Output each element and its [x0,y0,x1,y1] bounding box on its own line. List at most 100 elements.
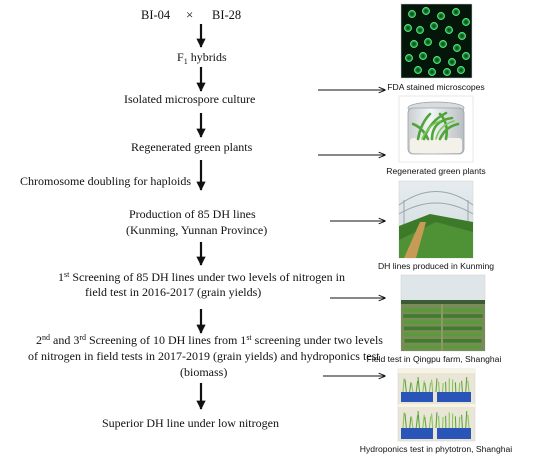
phytotron-light-top [398,369,475,373]
plantlet-leaves [411,111,460,141]
hydro-tank-upper-left [401,392,433,402]
seedling-blade [417,376,421,393]
final-result-label: Superior DH line under low nitrogen [102,416,279,430]
seedling-blade [410,382,414,393]
seedling-blade [458,416,461,429]
seedling-blade [467,380,470,393]
seedling-blade [435,378,438,393]
culture-medium [410,138,462,153]
qingpu-field-photo [400,274,486,352]
seedling-blade [409,416,412,429]
hydroponics-photo [397,368,476,442]
seedling-blade [424,416,427,429]
qingpu-photo-caption: Field test in Qingpu farm, Shanghai [367,354,502,364]
seedling-blade [442,382,444,393]
screen2-label-line1: 2nd and 3rd Screening of 10 DH lines fro… [36,333,383,347]
seedling-blade [438,381,440,393]
seedling-blade [422,414,425,429]
microspore-cell [453,44,461,52]
seedling-blade [428,416,432,429]
microspore-cell [422,7,430,15]
seedling-blade [402,412,405,429]
seedling-blade [428,382,432,393]
microspore-cell [448,58,456,66]
screen2-label-line3: (biomass) [180,365,227,379]
microspore-cell [462,52,470,60]
seedling-blade [465,377,468,393]
regenerated-plants-label: Regenerated green plants [131,140,253,154]
seedling-blade [404,413,407,429]
microspore-cell [437,12,445,20]
greenhouse-arch-2 [398,202,474,215]
field-plot-rows [403,304,483,351]
microspore-cell [424,38,432,46]
greenhouse-path [404,222,426,258]
seedling-blade [409,382,412,393]
plants-photo-caption: Regenerated green plants [386,166,485,176]
screen1-label-line2: field test in 2016-2017 (grain yields) [85,285,261,299]
microspore-cell [430,22,438,30]
seedling-blade [461,414,463,429]
microspore-cell [445,26,453,34]
seedling-blade [415,380,419,393]
seedling-blade [410,416,414,429]
seedling-blade [417,411,421,429]
chromosome-doubling-label: Chromosome doubling for haploids [20,174,191,188]
regenerated-plants-photo [398,95,474,163]
seedling-blade [424,382,427,393]
seedling-blade [431,413,434,429]
microspore-cell [462,18,470,26]
fda-microscope-photo [400,3,473,79]
field-plot-path [441,304,443,351]
hydro-tank-lower-left [401,428,433,439]
parent-right-label: BI-28 [212,8,241,22]
microspore-cell [457,66,465,74]
fda-photo-caption: FDA stained microscopes [387,82,484,92]
hydroponic-seedlings [402,376,470,429]
cross-symbol: × [186,7,193,22]
plantlet-highlights [421,120,455,140]
kunming-greenhouse-photo [398,180,474,259]
microspore-cell [405,54,413,62]
microspore-cell [452,8,460,16]
screen1-label-line1: 1st Screening of 85 DH lines under two l… [58,270,345,284]
seedling-blade [461,380,463,393]
seedling-blade [467,414,470,429]
microspore-cell [428,68,436,76]
microspore-cell [404,24,412,32]
hydro-tank-upper-right [437,392,471,402]
phytotron-light-middle [398,404,475,407]
production-label-line2: (Kunming, Yunnan Province) [126,223,267,237]
field-tree-line [401,300,485,304]
production-label-line1: Production of 85 DH lines [129,207,256,221]
greenhouse-arch-1 [398,191,474,206]
microspore-cell [458,32,466,40]
seedling-blade [402,378,405,393]
microspore-cell [408,10,416,18]
screen2-label-line2: of nitrogen in field tests in 2017-2019 … [28,349,380,363]
microspore-culture-label: Isolated microspore culture [124,92,255,106]
seedling-blade [435,412,438,429]
microspore-cell [419,52,427,60]
microspore-cell [416,26,424,34]
hydro-tank-lower-right [437,428,471,439]
seedling-blade [415,414,419,429]
seedling-blade [438,415,440,429]
fluorescent-cells [404,7,470,76]
f1-hybrids-label: F1 hybrids [177,50,227,66]
microspore-cell [414,66,422,74]
hydro-photo-caption: Hydroponics test in phytotron, Shanghai [360,444,512,454]
microspore-cell [443,68,451,76]
parent-left-label: BI-04 [141,8,171,22]
seedling-blade [442,416,444,429]
seedling-blade [422,380,425,393]
seedling-blade [431,379,434,393]
microspore-cell [410,40,418,48]
seedling-blade [458,382,461,393]
seedling-blade [404,379,407,393]
seedling-blade [465,411,468,429]
microspore-cell [439,40,447,48]
microspore-cell [433,56,441,64]
